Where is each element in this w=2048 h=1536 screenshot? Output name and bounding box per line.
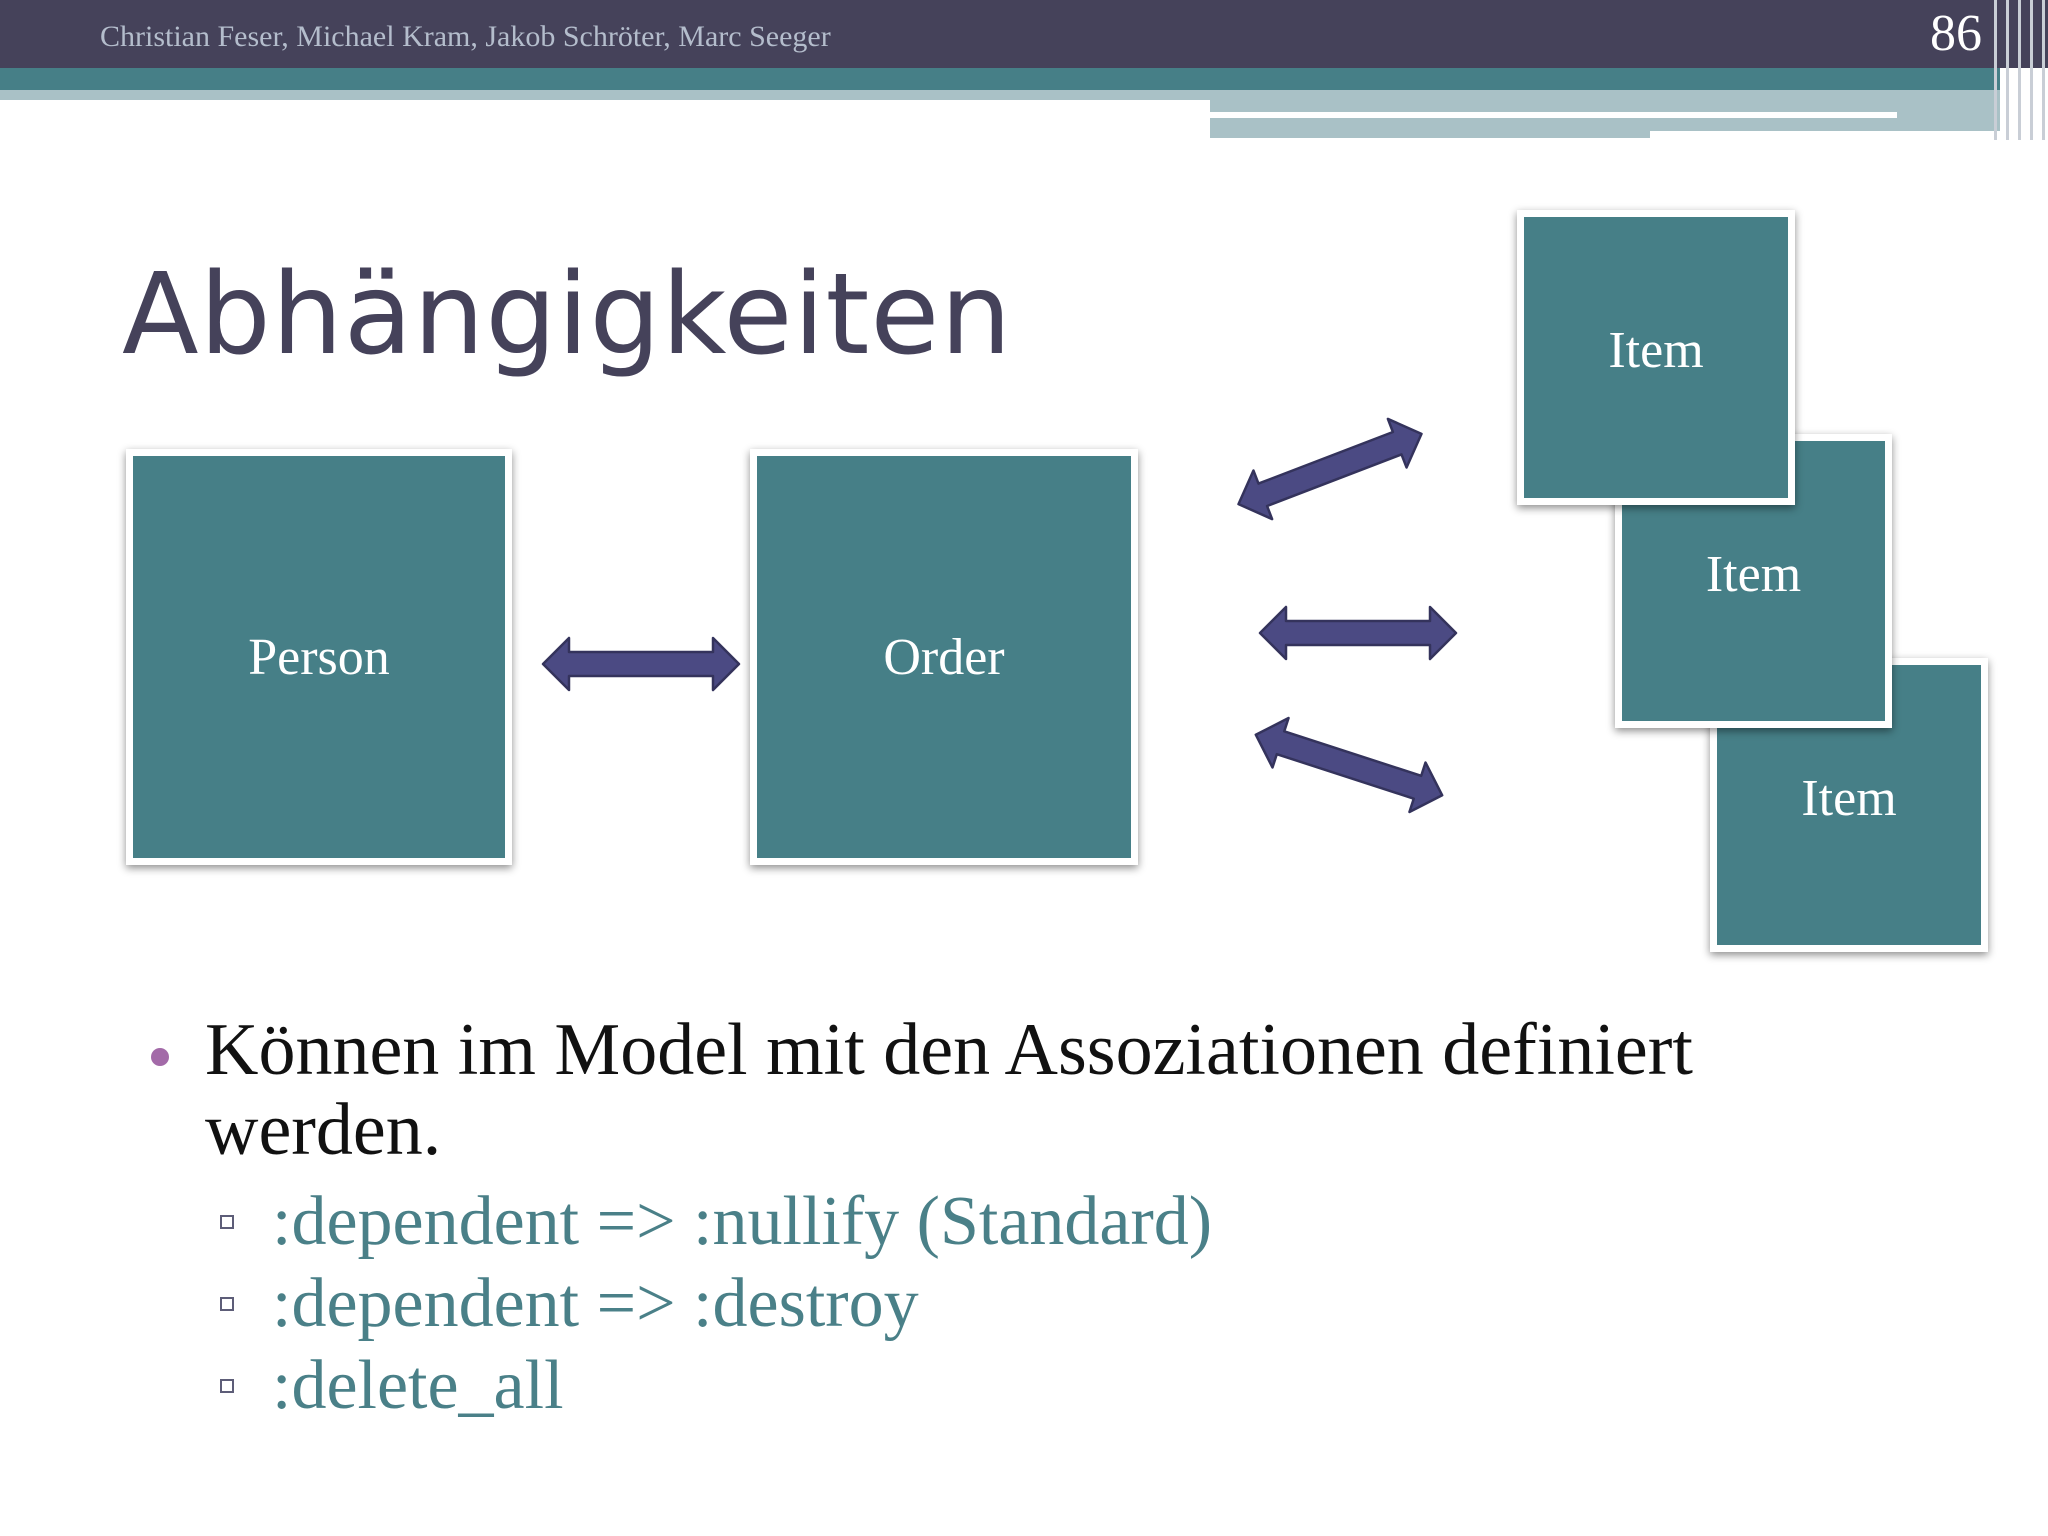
- edge-line: [2042, 0, 2045, 140]
- edge-line: [2030, 0, 2033, 140]
- double-arrow-icon: [1258, 605, 1458, 661]
- item-label: Item: [1705, 545, 1802, 603]
- header-stripe-teal: [0, 68, 2000, 90]
- sub-bullet-text: :delete_all: [272, 1347, 564, 1424]
- bullet-text: Können im Model mit den Assoziationen de…: [205, 1009, 1693, 1171]
- double-arrow-icon: [1254, 716, 1444, 814]
- item-label: Item: [1801, 769, 1897, 827]
- person-label: Person: [248, 628, 390, 686]
- order-box: Order: [750, 449, 1138, 865]
- item-label: Item: [1608, 322, 1704, 379]
- double-arrow-icon: [1237, 417, 1423, 521]
- edge-line: [2006, 0, 2009, 140]
- square-bullet-icon: [220, 1215, 234, 1229]
- header-stripe-pale: [0, 90, 1210, 100]
- item-box: Item: [1517, 210, 1795, 505]
- slide-title: Abhängigkeiten: [122, 250, 1013, 380]
- sub-bullet-text: :dependent => :destroy: [272, 1265, 919, 1342]
- page-number: 86: [1930, 5, 1982, 62]
- square-bullet-icon: [220, 1297, 234, 1311]
- square-bullet-icon: [220, 1379, 234, 1393]
- bullet-dot: [151, 1048, 169, 1066]
- header-authors: Christian Feser, Michael Kram, Jakob Sch…: [100, 20, 831, 53]
- header-bar: [0, 0, 2048, 68]
- edge-line: [1994, 0, 1997, 140]
- order-label: Order: [883, 628, 1005, 686]
- header-stripe-cut: [1650, 131, 2000, 138]
- double-arrow-icon: [541, 636, 741, 692]
- header-stripe-highlight: [1210, 112, 1897, 118]
- edge-line: [2018, 0, 2021, 140]
- sub-bullet-text: :dependent => :nullify (Standard): [272, 1183, 1213, 1260]
- person-box: Person: [126, 449, 512, 865]
